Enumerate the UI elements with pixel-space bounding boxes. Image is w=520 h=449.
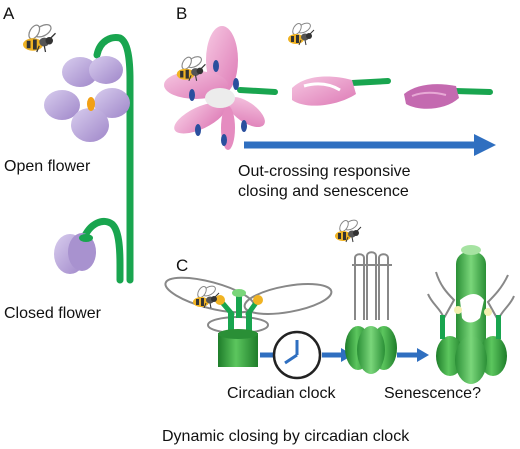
open-flower-label: Open flower — [4, 158, 91, 175]
open-flower-stem — [93, 34, 134, 284]
arrow-icon — [244, 134, 496, 156]
panel-c: C — [162, 217, 515, 445]
arrow-caption-line1: Out-crossing responsive — [238, 163, 411, 180]
arrow-icon — [397, 348, 429, 362]
panel-b: B — [164, 4, 496, 200]
bee-icon — [334, 217, 362, 243]
closing-flower-icon — [292, 76, 391, 106]
circadian-clock-label: Circadian clock — [227, 385, 336, 402]
bee-icon — [22, 21, 57, 53]
panel-c-letter: C — [176, 256, 188, 275]
pink-open-flower-icon — [164, 26, 278, 150]
senescence-label: Senescence? — [384, 385, 481, 402]
open-flower-icon — [44, 56, 130, 142]
arrow-caption-line2: closing and senescence — [238, 183, 409, 200]
panel-a: A Open flower Closed flower — [3, 4, 134, 322]
panel-b-letter: B — [176, 4, 187, 23]
clock-icon — [272, 330, 322, 380]
panel-a-letter: A — [3, 4, 15, 23]
panel-c-caption: Dynamic closing by circadian clock — [162, 428, 410, 445]
senescent-flower-diagram — [427, 245, 515, 384]
closed-flower-label: Closed flower — [4, 305, 102, 322]
bee-icon — [192, 283, 220, 309]
closed-flower-diagram — [345, 251, 397, 374]
bee-icon — [287, 20, 315, 46]
senescent-flower-icon — [404, 84, 493, 109]
closed-flower-icon — [54, 233, 96, 274]
open-flower-diagram — [164, 276, 333, 367]
closed-flower-stem — [79, 217, 124, 284]
